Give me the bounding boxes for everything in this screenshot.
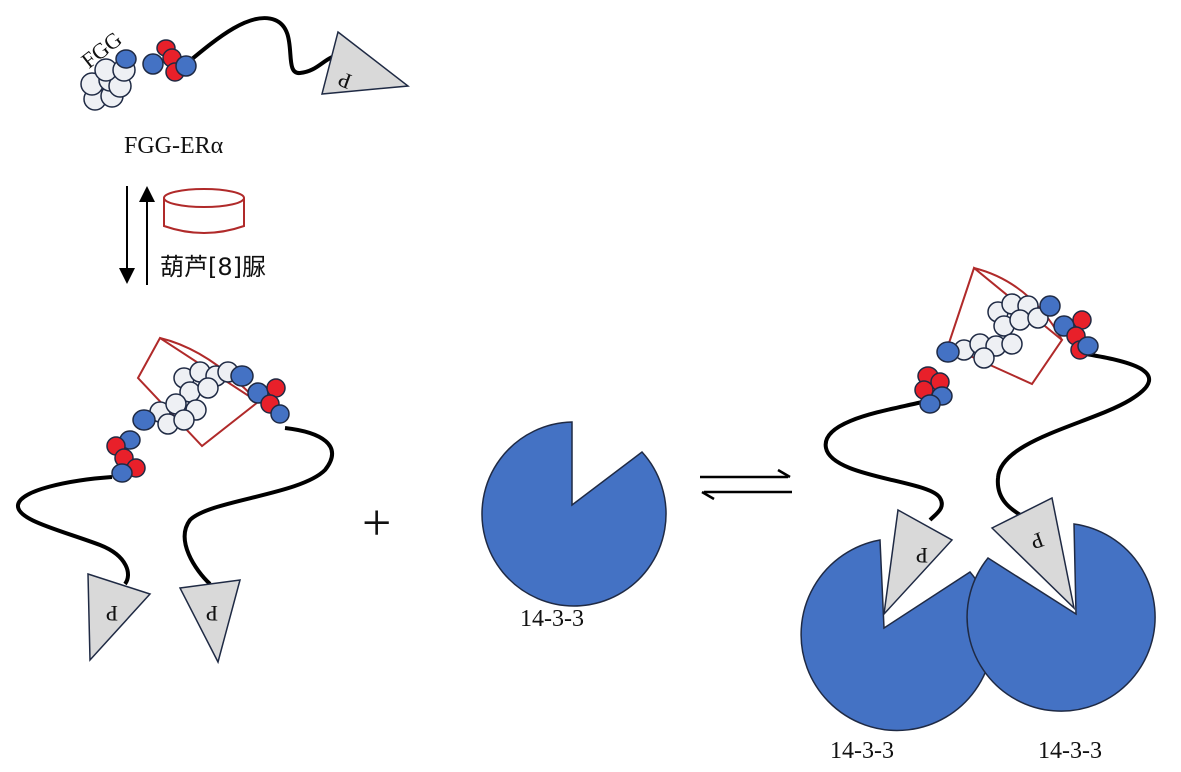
cb8-dimer-complex: P P: [16, 336, 334, 665]
phospho-tag-top: P: [321, 30, 410, 95]
protein-14-3-3-free: [481, 421, 667, 607]
fgg-era-monomer: FGG P: [76, 16, 410, 111]
fgg-era-label: FGG-ERα: [124, 133, 224, 159]
dimer-residue-beads: [106, 361, 290, 483]
fgg-residue-beads: [80, 39, 197, 111]
phospho-tag-right-b: P: [990, 496, 1076, 611]
ternary-residue-beads: [914, 293, 1099, 414]
phospho-tag-left-b: P: [178, 579, 242, 665]
protein-right-label: 14-3-3: [1038, 738, 1102, 764]
cb8-binding-equilibrium: 葫芦[8]脲: [119, 186, 266, 285]
cucurbituril-label: 葫芦[8]脲: [160, 253, 266, 281]
phospho-tag-left-a: P: [87, 572, 152, 662]
phospho-label: P: [106, 601, 118, 626]
cucurbituril-ring-icon: [163, 188, 245, 234]
protein-14-3-3-right: [966, 523, 1156, 712]
plus-sign: +: [362, 495, 391, 552]
phospho-label: P: [206, 601, 218, 626]
phospho-label: P: [916, 543, 928, 568]
peptide-chain: [184, 16, 343, 75]
reversible-equilibrium-arrows: [700, 468, 792, 501]
phospho-tag-right-a: P: [882, 508, 954, 617]
ternary-complex: P P: [800, 266, 1156, 732]
protein-free-label: 14-3-3: [520, 606, 584, 632]
protein-left-label: 14-3-3: [830, 738, 894, 764]
